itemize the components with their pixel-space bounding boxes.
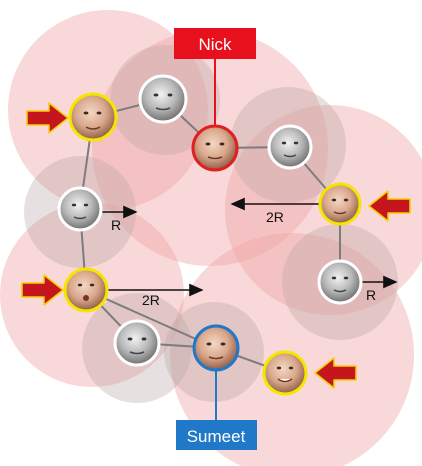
face-yellow-1 [68,92,118,142]
pointer-arrows [21,102,411,389]
face-gray-3 [57,186,103,232]
r-label-top: R [111,217,121,233]
sumeet-callout: Sumeet [176,370,257,450]
sumeet-label-box [176,420,257,450]
face-gray-4 [317,259,363,305]
pointer-arrow-top-left [26,102,69,134]
sumeet-label: Sumeet [187,427,246,446]
face-yellow-3 [63,267,109,313]
face-nick [191,124,239,172]
nick-label: Nick [198,35,232,54]
face-sumeet [192,324,240,372]
nick-label-box [174,28,256,59]
nick-callout: Nick [174,28,256,127]
face-yellow-2 [318,182,362,226]
face-gray-2 [267,124,313,170]
face-nodes [57,74,363,396]
pointer-arrow-bottom-right [314,357,357,389]
two-r-label-right: 2R [266,209,284,225]
r-label-right: R [366,287,376,303]
two-r-label-left: 2R [142,292,160,308]
pointer-arrow-right-upper [368,190,411,222]
face-gray-5 [113,319,161,367]
face-yellow-4 [262,350,308,396]
pointer-arrow-left-lower [21,274,64,306]
face-gray-1 [138,74,188,124]
